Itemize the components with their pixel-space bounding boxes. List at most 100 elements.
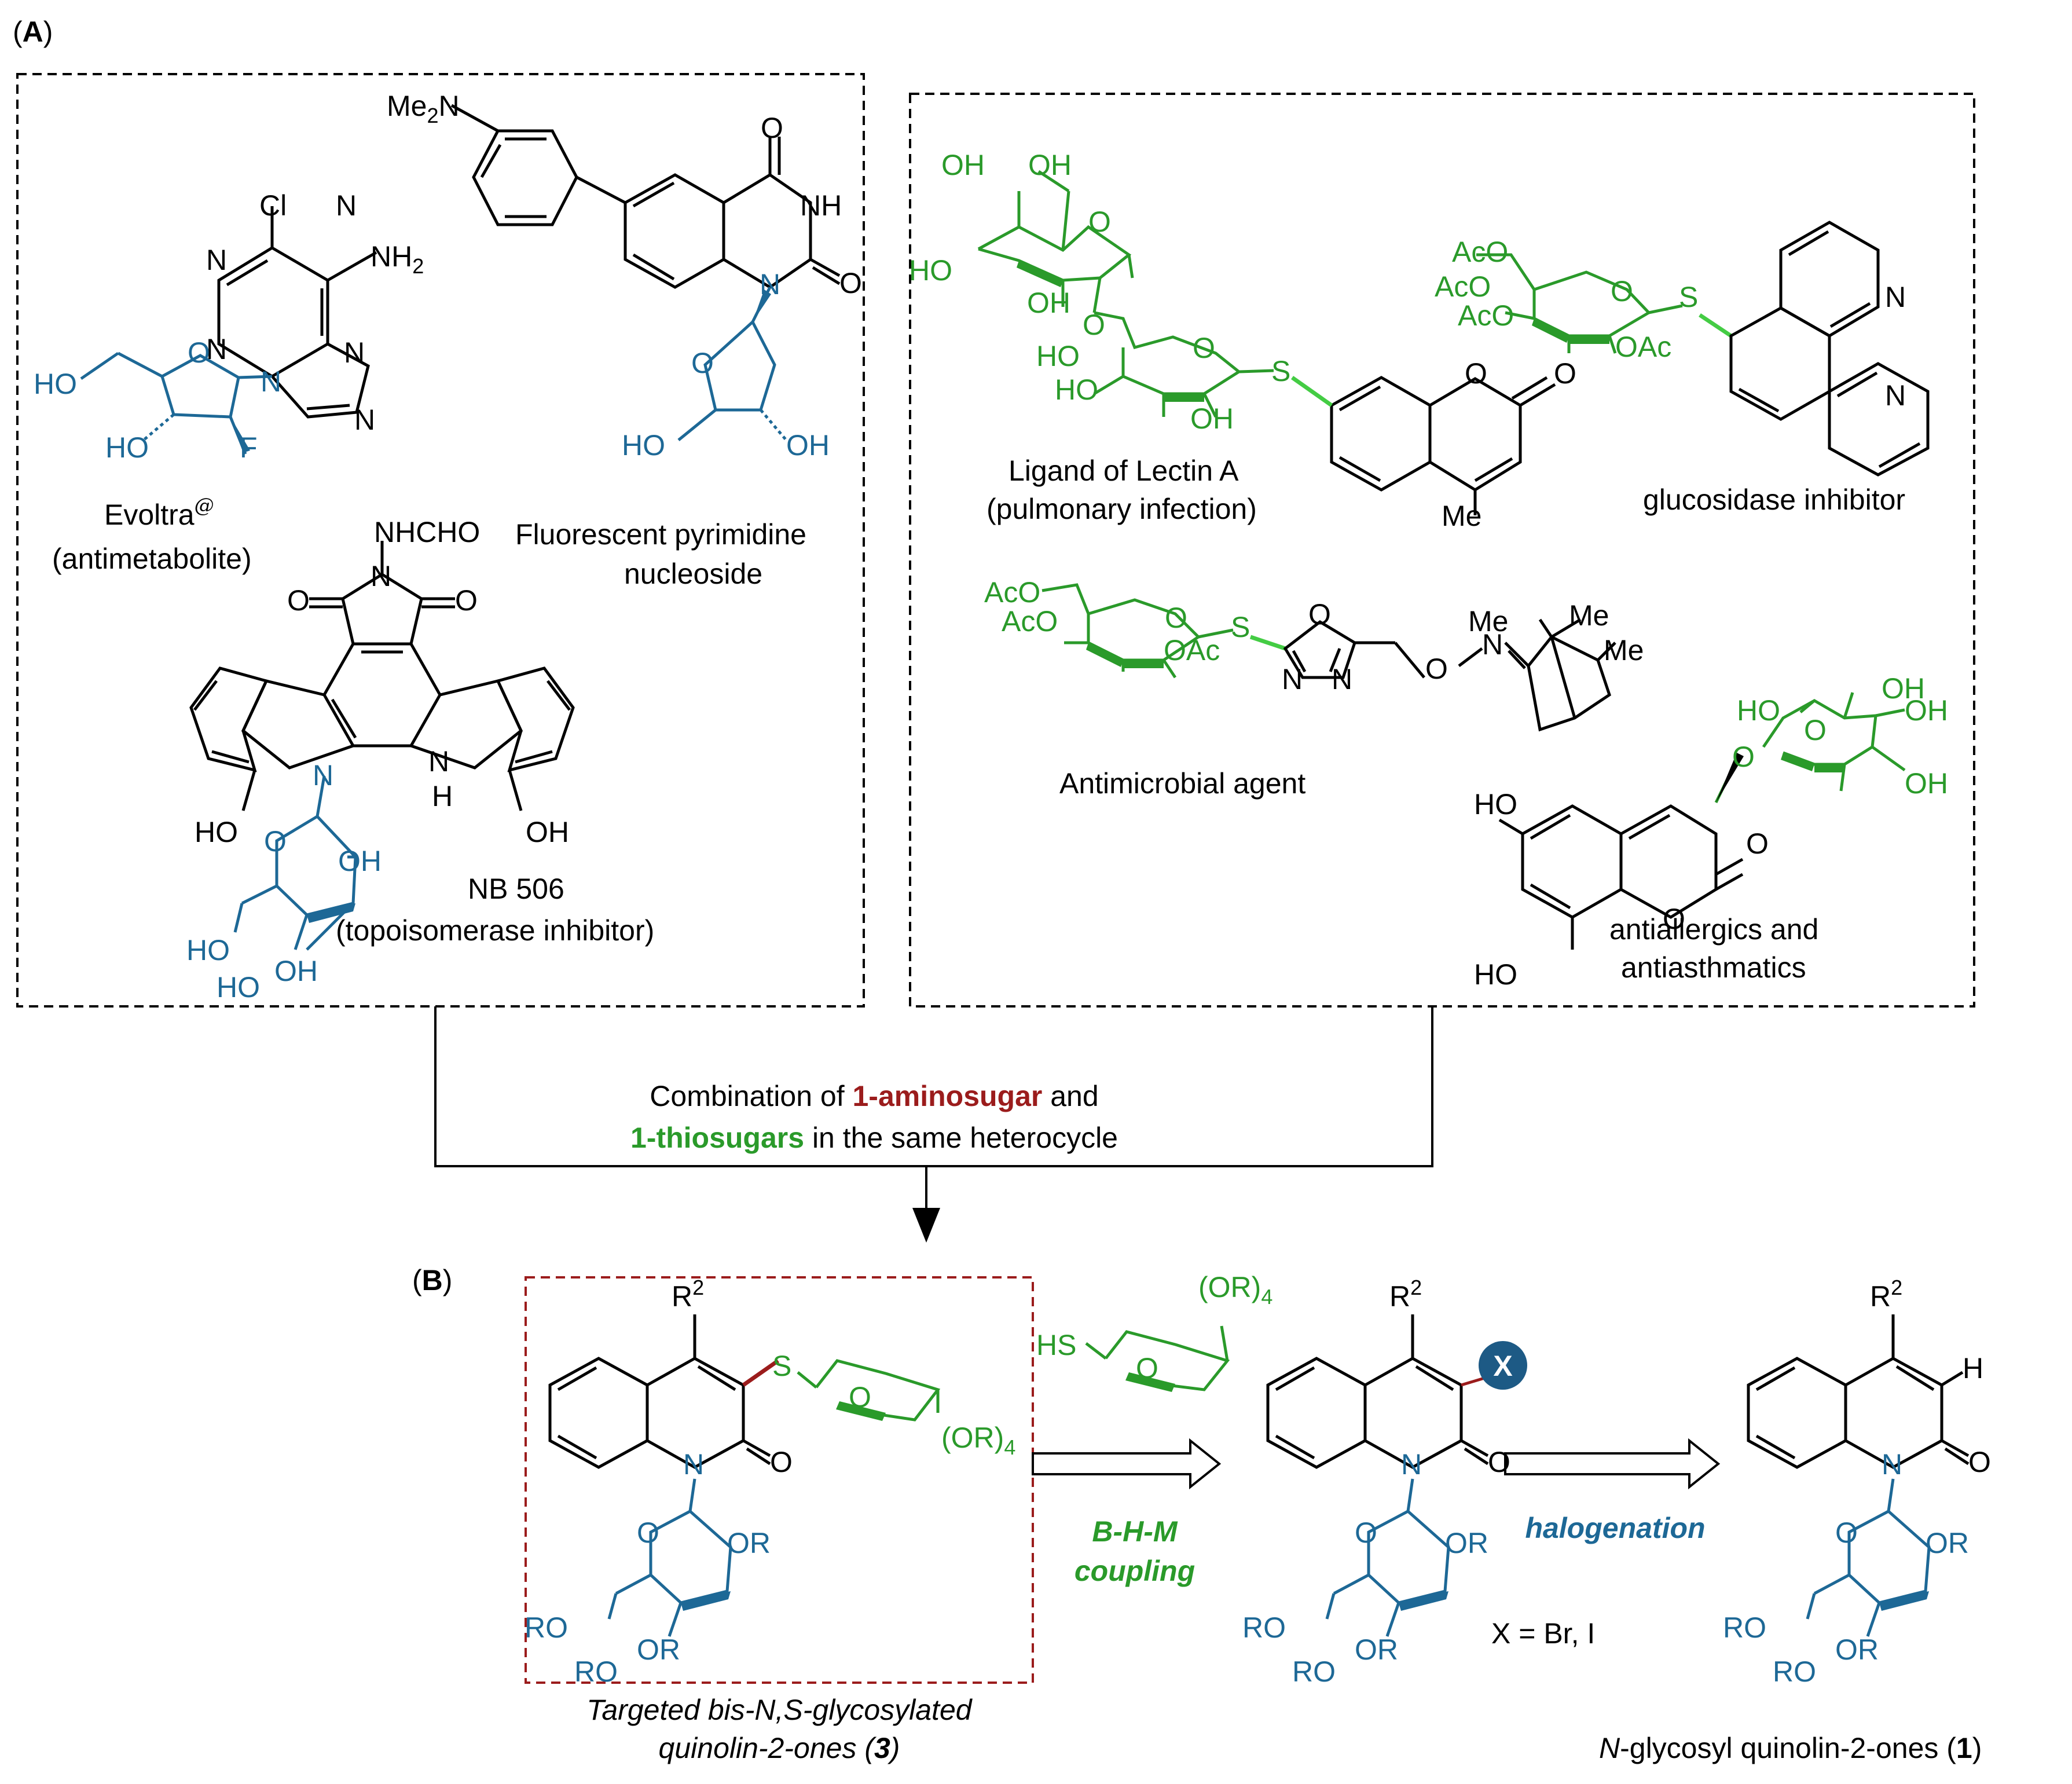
svg-text:N: N: [371, 560, 391, 592]
fluorescent-nucleoside-structure: Me2N O NH O N O HO OH Fluorescent pyrimi…: [387, 90, 862, 590]
halo-intermediate: X R2 O N O OR RO OR RO X = Br, I: [1242, 1276, 1595, 1688]
svg-text:OR: OR: [1835, 1633, 1879, 1666]
svg-text:(OR)4: (OR)4: [1198, 1271, 1272, 1309]
svg-text:O: O: [1088, 206, 1111, 238]
evoltra-name: Evoltra@: [104, 494, 214, 531]
svg-text:O: O: [1165, 602, 1187, 634]
x-definition: X = Br, I: [1491, 1617, 1595, 1650]
product-compound-1: R2 H O N O OR RO OR RO N-glycosyl quinol…: [1599, 1276, 1991, 1764]
svg-text:O: O: [188, 336, 210, 369]
svg-text:OR: OR: [1445, 1527, 1488, 1559]
evoltra-structure: Cl N N NH2 N N N N O HO HO F Evoltra@ (a…: [34, 189, 424, 575]
fluorescent-name-2: nucleoside: [624, 558, 762, 590]
thiosugar-reagent: HS O (OR)4: [1036, 1271, 1272, 1392]
svg-text:Me: Me: [1442, 500, 1481, 532]
lectin-name-1: Ligand of Lectin A: [1009, 455, 1239, 487]
svg-text:N: N: [1282, 663, 1303, 695]
svg-text:O: O: [1835, 1516, 1858, 1549]
svg-text:OH: OH: [274, 955, 318, 987]
svg-text:N: N: [261, 365, 281, 398]
svg-text:HO: HO: [217, 971, 260, 1003]
svg-text:OH: OH: [1882, 672, 1925, 705]
svg-text:O: O: [849, 1381, 871, 1413]
target-compound-3: R2 O S O (OR)4 N O OR RO OR RO Targeted …: [525, 1276, 1015, 1764]
svg-text:O: O: [1663, 903, 1685, 935]
svg-text:HO: HO: [1737, 694, 1780, 727]
svg-text:S: S: [1271, 355, 1290, 387]
svg-text:HO: HO: [34, 368, 77, 400]
x-substituent-badge: [1479, 1341, 1527, 1390]
svg-text:OH: OH: [786, 429, 830, 461]
svg-text:O: O: [1746, 827, 1769, 860]
svg-text:HO: HO: [1055, 373, 1098, 406]
svg-text:N: N: [1332, 663, 1352, 695]
svg-text:OAc: OAc: [1615, 331, 1671, 363]
antimicrobial-name: Antimicrobial agent: [1059, 767, 1305, 800]
svg-text:RO: RO: [1292, 1655, 1336, 1688]
panel-a-right-frame: [909, 93, 1975, 1008]
svg-text:N: N: [760, 268, 780, 301]
svg-text:N: N: [354, 404, 375, 436]
svg-text:AcO: AcO: [984, 576, 1040, 609]
svg-text:HO: HO: [1474, 788, 1517, 820]
svg-text:OH: OH: [1905, 767, 1948, 800]
target-frame: [525, 1276, 1034, 1684]
svg-text:O: O: [637, 1516, 659, 1549]
nb506-name: NB 506: [468, 873, 564, 905]
svg-text:O: O: [1804, 714, 1827, 746]
svg-text:OR: OR: [1926, 1527, 1969, 1559]
svg-text:Me: Me: [1468, 605, 1508, 638]
glucosidase-name: glucosidase inhibitor: [1643, 483, 1905, 516]
glucosidase-inhibitor-structure: AcO AcO AcO O OAc S N N glucosidase inhi…: [1435, 221, 1930, 516]
product-caption: N-glycosyl quinolin-2-ones (1): [1599, 1732, 1982, 1764]
svg-text:OH: OH: [1905, 694, 1948, 727]
svg-text:O: O: [1308, 598, 1331, 631]
svg-text:S: S: [1679, 281, 1698, 313]
halogenation-retro-arrow: [1504, 1438, 1721, 1490]
svg-text:N: N: [344, 336, 365, 369]
lectin-name-2: (pulmonary infection): [987, 493, 1257, 525]
svg-text:O: O: [691, 347, 714, 379]
svg-text:OH: OH: [1028, 149, 1072, 181]
svg-text:S: S: [1231, 611, 1250, 643]
svg-text:R2: R2: [1389, 1276, 1422, 1313]
svg-text:RO: RO: [525, 1611, 568, 1644]
svg-text:O: O: [1488, 1446, 1510, 1478]
svg-text:(OR)4: (OR)4: [941, 1422, 1015, 1459]
svg-text:O: O: [1136, 1352, 1158, 1384]
svg-text:Cl: Cl: [259, 189, 287, 222]
svg-text:OAc: OAc: [1164, 634, 1220, 666]
svg-text:OR: OR: [637, 1633, 680, 1666]
bhm-label-1: B-H-M: [1092, 1515, 1178, 1548]
svg-text:N: N: [683, 1448, 704, 1481]
svg-text:NHCHO: NHCHO: [374, 516, 480, 548]
svg-text:F: F: [240, 431, 258, 464]
svg-text:RO: RO: [1723, 1611, 1766, 1644]
svg-text:Me: Me: [1569, 599, 1609, 632]
svg-text:O: O: [1554, 357, 1576, 390]
svg-text:AcO: AcO: [1435, 270, 1491, 303]
svg-text:O: O: [1193, 332, 1215, 364]
svg-text:N: N: [313, 759, 333, 792]
svg-text:O: O: [1355, 1516, 1377, 1549]
antiallergic-name-1: antiallergics and: [1609, 913, 1818, 946]
svg-text:O: O: [1425, 653, 1448, 685]
svg-text:OH: OH: [1190, 402, 1234, 435]
combination-arrowhead: [912, 1208, 940, 1243]
svg-text:OH: OH: [338, 845, 382, 877]
svg-text:HO: HO: [1036, 340, 1080, 372]
svg-text:N: N: [1401, 1448, 1422, 1481]
svg-text:O: O: [455, 584, 478, 617]
svg-text:O: O: [264, 825, 287, 858]
svg-text:O: O: [1083, 309, 1105, 341]
svg-text:R2: R2: [672, 1276, 704, 1313]
panel-b-label: (B): [412, 1264, 452, 1296]
svg-text:HO: HO: [909, 254, 952, 287]
svg-text:Me: Me: [1604, 634, 1644, 666]
svg-text:RO: RO: [1242, 1611, 1286, 1644]
bhm-label-2: coupling: [1074, 1555, 1195, 1587]
svg-text:N: N: [336, 189, 357, 222]
svg-text:OR: OR: [727, 1527, 771, 1559]
combination-line-2: 1-thiosugars in the same heterocycle: [630, 1122, 1118, 1154]
